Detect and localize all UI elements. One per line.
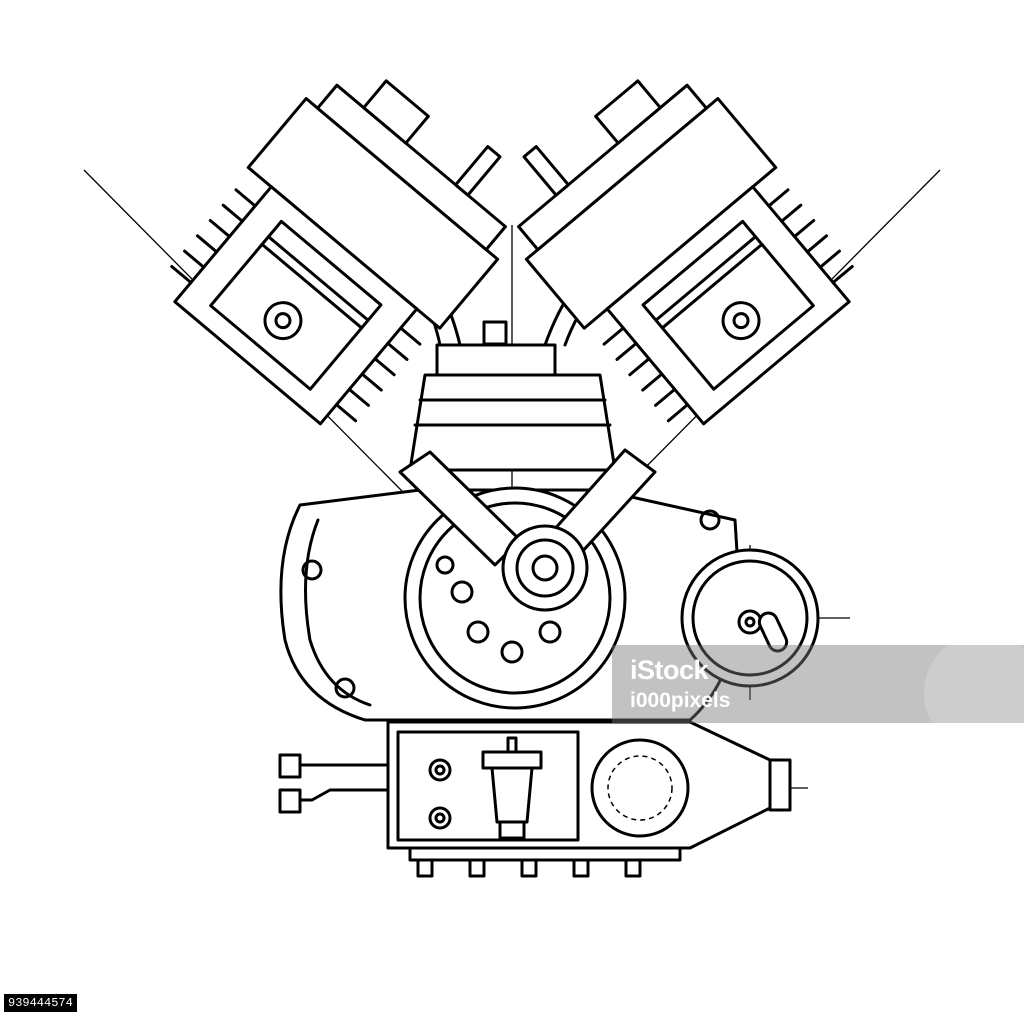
watermark-credit: i000pixels <box>630 689 731 712</box>
connecting-rods <box>398 448 657 612</box>
base-housing <box>278 720 792 878</box>
watermark-banner: iStock i000pixels <box>612 633 1024 753</box>
right-cylinder <box>517 79 854 426</box>
stock-id-label: 939444574 <box>4 994 77 1012</box>
pulley <box>680 548 820 688</box>
watermark-brand: iStock <box>630 655 709 685</box>
left-cylinder <box>170 79 507 426</box>
watermark-disc <box>924 633 1024 753</box>
